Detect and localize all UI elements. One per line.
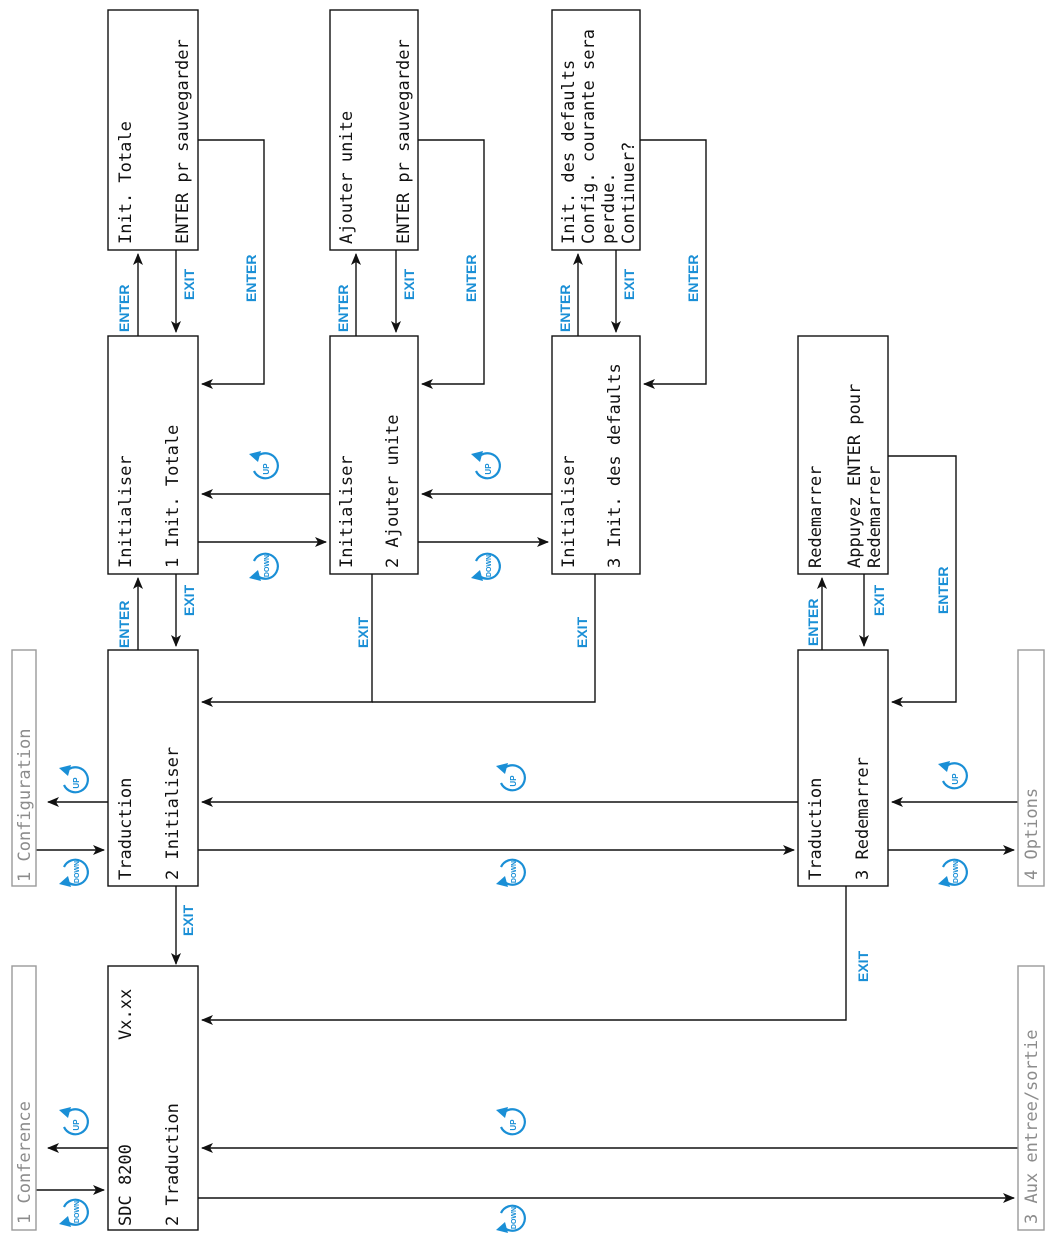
init-defaults-line2: 3 Init. des defaults <box>605 363 625 568</box>
main-line2: 2 Traduction <box>163 1103 183 1226</box>
screen-traduction-initialiser <box>107 649 199 887</box>
key-enter-label: ENTER <box>557 285 573 332</box>
arrow-save-defaults <box>640 139 707 389</box>
screen-init-totale <box>107 335 199 575</box>
down-button-icon: DOWN <box>496 858 526 887</box>
screen-init-defaults <box>551 335 641 575</box>
key-enter-label: ENTER <box>335 285 351 332</box>
up-button-icon: UP <box>496 1107 526 1136</box>
arrow-defaults-exit <box>372 574 596 703</box>
key-exit-label: EXIT <box>181 584 197 616</box>
confirm-totale-line2: ENTER pr sauvegarder <box>173 39 193 244</box>
svg-text:UP: UP <box>951 773 960 785</box>
arrow-ajouter-exit <box>201 574 373 707</box>
svg-text:UP: UP <box>72 777 81 789</box>
svg-text:DOWN: DOWN <box>74 861 81 883</box>
confirm-totale-line1: Init. Totale <box>116 121 136 244</box>
screen-side-conference <box>11 965 37 1231</box>
connectors <box>36 139 1018 1203</box>
trad-redem-line2: 3 Redemarrer <box>853 757 873 880</box>
down-button-icon: DOWN <box>249 552 279 581</box>
svg-text:DOWN: DOWN <box>74 1201 81 1223</box>
key-enter-label: ENTER <box>463 255 479 302</box>
key-exit-label: EXIT <box>855 950 871 982</box>
svg-text:DOWN: DOWN <box>953 861 960 883</box>
svg-text:DOWN: DOWN <box>511 861 518 883</box>
key-exit-label: EXIT <box>621 268 637 300</box>
screen-confirm-totale <box>107 9 199 251</box>
svg-text:UP: UP <box>484 463 493 475</box>
down-button-icon: DOWN <box>59 858 89 887</box>
init-totale-line2: 1 Init. Totale <box>163 425 183 568</box>
side-options-label: 4 Options <box>1022 788 1042 880</box>
key-exit-label: EXIT <box>401 268 417 300</box>
down-button-icon: DOWN <box>938 858 968 887</box>
confirm-ajouter-line2: ENTER pr sauvegarder <box>394 39 414 244</box>
key-exit-label: EXIT <box>871 584 887 616</box>
svg-text:DOWN: DOWN <box>486 555 493 577</box>
arrow-enter-restart <box>888 455 957 707</box>
screen-traduction-redemarrer <box>797 649 889 887</box>
init-ajouter-line2: 2 Ajouter unite <box>383 414 403 568</box>
confirm-redem-line1: Redemarrer <box>806 466 826 568</box>
svg-text:DOWN: DOWN <box>511 1207 518 1229</box>
confirm-defaults-line4: Continuer? <box>619 142 639 244</box>
confirm-defaults-line3: perdue. <box>599 172 619 244</box>
up-button-icon: UP <box>938 761 968 790</box>
trad-init-line1: Traduction <box>116 778 136 880</box>
main-version: Vx.xx <box>116 989 136 1040</box>
screen-main <box>107 965 199 1231</box>
screen-confirm-redemarrer <box>797 335 889 575</box>
confirm-redem-line3: Redemarrer <box>865 466 885 568</box>
screen-confirm-ajouter <box>329 9 419 251</box>
init-ajouter-line1: Initialiser <box>337 455 357 568</box>
svg-text:UP: UP <box>72 1119 81 1131</box>
svg-text:DOWN: DOWN <box>264 555 271 577</box>
confirm-redem-line2: Appuyez ENTER pour <box>845 384 865 568</box>
svg-text:UP: UP <box>262 463 271 475</box>
up-button-icon: UP <box>496 763 526 792</box>
nav-button-icons: UP UP UP UP UP UP UP <box>59 451 968 1233</box>
up-button-icon: UP <box>471 451 501 480</box>
svg-text:UP: UP <box>509 1119 518 1131</box>
key-enter-label: ENTER <box>805 599 821 646</box>
trad-init-line2: 2 Initialiser <box>163 747 183 880</box>
init-totale-line1: Initialiser <box>116 455 136 568</box>
confirm-defaults-line2: Config. courante sera <box>579 29 599 244</box>
screen-init-ajouter <box>329 335 419 575</box>
screen-side-aux <box>1017 965 1045 1231</box>
init-defaults-line1: Initialiser <box>559 455 579 568</box>
key-exit-label: EXIT <box>355 616 371 648</box>
trad-redem-line1: Traduction <box>806 778 826 880</box>
side-aux-label: 3 Aux entree/sortie <box>1022 1030 1042 1224</box>
key-exit-label: EXIT <box>180 904 196 936</box>
key-enter-label: ENTER <box>116 285 132 332</box>
key-enter-label: ENTER <box>243 255 259 302</box>
side-conference-label: 1 Conference <box>15 1101 35 1224</box>
main-line1: SDC 8200 <box>116 1144 136 1226</box>
screen-side-options <box>1017 649 1045 887</box>
key-enter-label: ENTER <box>935 567 951 614</box>
key-enter-label: ENTER <box>685 255 701 302</box>
key-exit-label: EXIT <box>574 616 590 648</box>
key-exit-label: EXIT <box>181 268 197 300</box>
up-button-icon: UP <box>59 1107 89 1136</box>
screen-confirm-defaults <box>551 9 641 251</box>
confirm-ajouter-line1: Ajouter unite <box>337 111 357 244</box>
arrow-save-ajouter <box>418 139 485 389</box>
svg-text:UP: UP <box>509 775 518 787</box>
up-button-icon: UP <box>249 451 279 480</box>
confirm-defaults-line1: Init. des defaults <box>559 60 579 244</box>
arrow-save-totale <box>198 139 265 389</box>
key-enter-label: ENTER <box>116 601 132 648</box>
down-button-icon: DOWN <box>496 1204 526 1233</box>
arrow-redem-exit-to-main <box>201 886 847 1025</box>
down-button-icon: DOWN <box>59 1198 89 1227</box>
screen-side-configuration <box>11 649 37 887</box>
side-configuration-label: 1 Configuration <box>15 728 35 882</box>
down-button-icon: DOWN <box>471 552 501 581</box>
up-button-icon: UP <box>59 765 89 794</box>
